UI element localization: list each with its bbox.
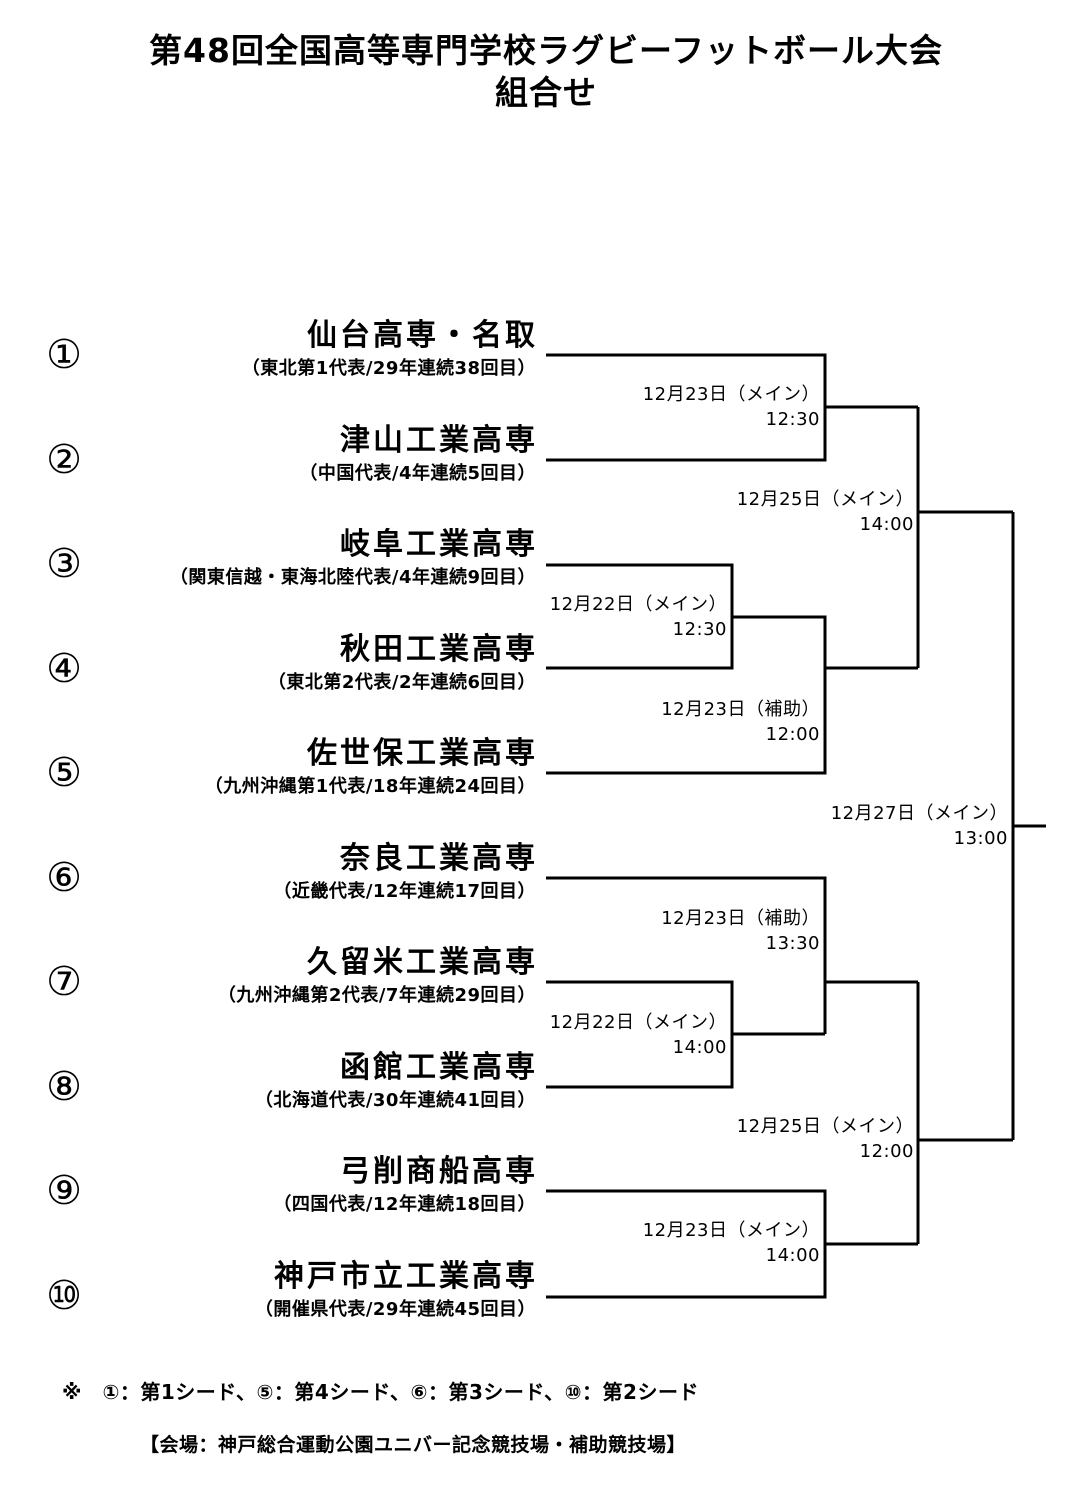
title-block: 第48回全国高等専門学校ラグビーフットボール大会 組合せ: [0, 30, 1092, 114]
match-date-final: 12月27日（メイン）: [830, 803, 1008, 824]
tournament-title: 第48回全国高等専門学校ラグビーフットボール大会: [149, 31, 943, 70]
team-name-4: 秋田工業高専: [340, 632, 538, 667]
match-label-7: 12月23日（メイン） 14:00: [643, 1218, 820, 1268]
seed-number-10: ⑩: [46, 1273, 82, 1319]
team-name-9: 弓削商船高専: [340, 1154, 538, 1189]
match-label-final: 12月27日（メイン） 13:00: [831, 801, 1008, 851]
match-label-8: 12月25日（メイン） 12:00: [737, 1114, 914, 1164]
team-desc-8: （北海道代表/30年連続41回目）: [254, 1090, 536, 1111]
team-desc-4: （東北第2代表/2年連続6回目）: [267, 672, 536, 693]
match-label-5: 12月23日（補助） 13:30: [661, 906, 820, 956]
match-label-6: 12月22日（メイン） 14:00: [550, 1010, 727, 1060]
team-desc-5: （九州沖縄第1代表/18年連続24回目）: [204, 776, 536, 797]
match-time-6: 14:00: [672, 1037, 727, 1058]
match-date-8: 12月25日（メイン）: [736, 1116, 914, 1137]
match-date-5: 12月23日（補助）: [661, 908, 820, 929]
match-time-2: 12:30: [672, 619, 727, 640]
match-label-4: 12月25日（メイン） 14:00: [737, 487, 914, 537]
match-label-2: 12月22日（メイン） 12:30: [550, 592, 727, 642]
team-name-6: 奈良工業高専: [340, 841, 538, 876]
match-time-1: 12:30: [765, 409, 820, 430]
bracket-line-match-3: [546, 615, 827, 775]
match-date-4: 12月25日（メイン）: [736, 489, 914, 510]
team-desc-6: （近畿代表/12年連続17回目）: [273, 881, 536, 902]
match-date-7: 12月23日（メイン）: [642, 1220, 820, 1241]
team-name-8: 函館工業高専: [340, 1050, 538, 1085]
venue-note: 【会場：神戸総合運動公園ユニバー記念競技場・補助競技場】: [140, 1434, 687, 1456]
seed-number-8: ⑧: [46, 1064, 82, 1110]
team-name-1: 仙台高専・名取: [307, 318, 538, 353]
team-desc-9: （四国代表/12年連続18回目）: [273, 1194, 536, 1215]
match-time-7: 14:00: [765, 1245, 820, 1266]
match-time-5: 13:30: [765, 933, 820, 954]
team-name-5: 佐世保工業高専: [307, 736, 538, 771]
tournament-subtitle: 組合せ: [495, 73, 597, 112]
seed-number-3: ③: [46, 541, 82, 587]
match-time-final: 13:00: [953, 828, 1008, 849]
seed-number-5: ⑤: [46, 750, 82, 796]
match-date-1: 12月23日（メイン）: [642, 384, 820, 405]
team-name-2: 津山工業高専: [340, 423, 538, 458]
seed-number-7: ⑦: [46, 959, 82, 1005]
team-desc-10: （開催県代表/29年連続45回目）: [254, 1299, 536, 1320]
team-desc-3: （関東信越・東海北陸代表/4年連続9回目）: [169, 567, 536, 588]
team-name-3: 岐阜工業高専: [340, 527, 538, 562]
team-desc-1: （東北第1代表/29年連続38回目）: [241, 358, 536, 379]
seed-number-4: ④: [46, 646, 82, 692]
bracket-line-match-5: [546, 876, 827, 982]
match-label-1: 12月23日（メイン） 12:30: [643, 382, 820, 432]
match-date-2: 12月22日（メイン）: [549, 594, 727, 615]
match-date-3: 12月23日（補助）: [661, 699, 820, 720]
seed-number-1: ①: [46, 332, 82, 378]
match-time-4: 14:00: [859, 514, 914, 535]
team-name-10: 神戸市立工業高専: [274, 1259, 538, 1294]
seed-number-6: ⑥: [46, 855, 82, 901]
match-time-3: 12:00: [765, 724, 820, 745]
seed-footnote: ※ ①：第1シード、⑤：第4シード、⑥：第3シード、⑩：第2シード: [62, 1380, 699, 1404]
match-time-8: 12:00: [859, 1141, 914, 1162]
team-desc-7: （九州沖縄第2代表/7年連続29回目）: [217, 985, 536, 1006]
seed-number-9: ⑨: [46, 1168, 82, 1214]
match-label-3: 12月23日（補助） 12:00: [661, 697, 820, 747]
team-name-7: 久留米工業高専: [307, 945, 538, 980]
seed-number-2: ②: [46, 437, 82, 483]
match-date-6: 12月22日（メイン）: [549, 1012, 727, 1033]
team-desc-2: （中国代表/4年連続5回目）: [299, 463, 536, 484]
